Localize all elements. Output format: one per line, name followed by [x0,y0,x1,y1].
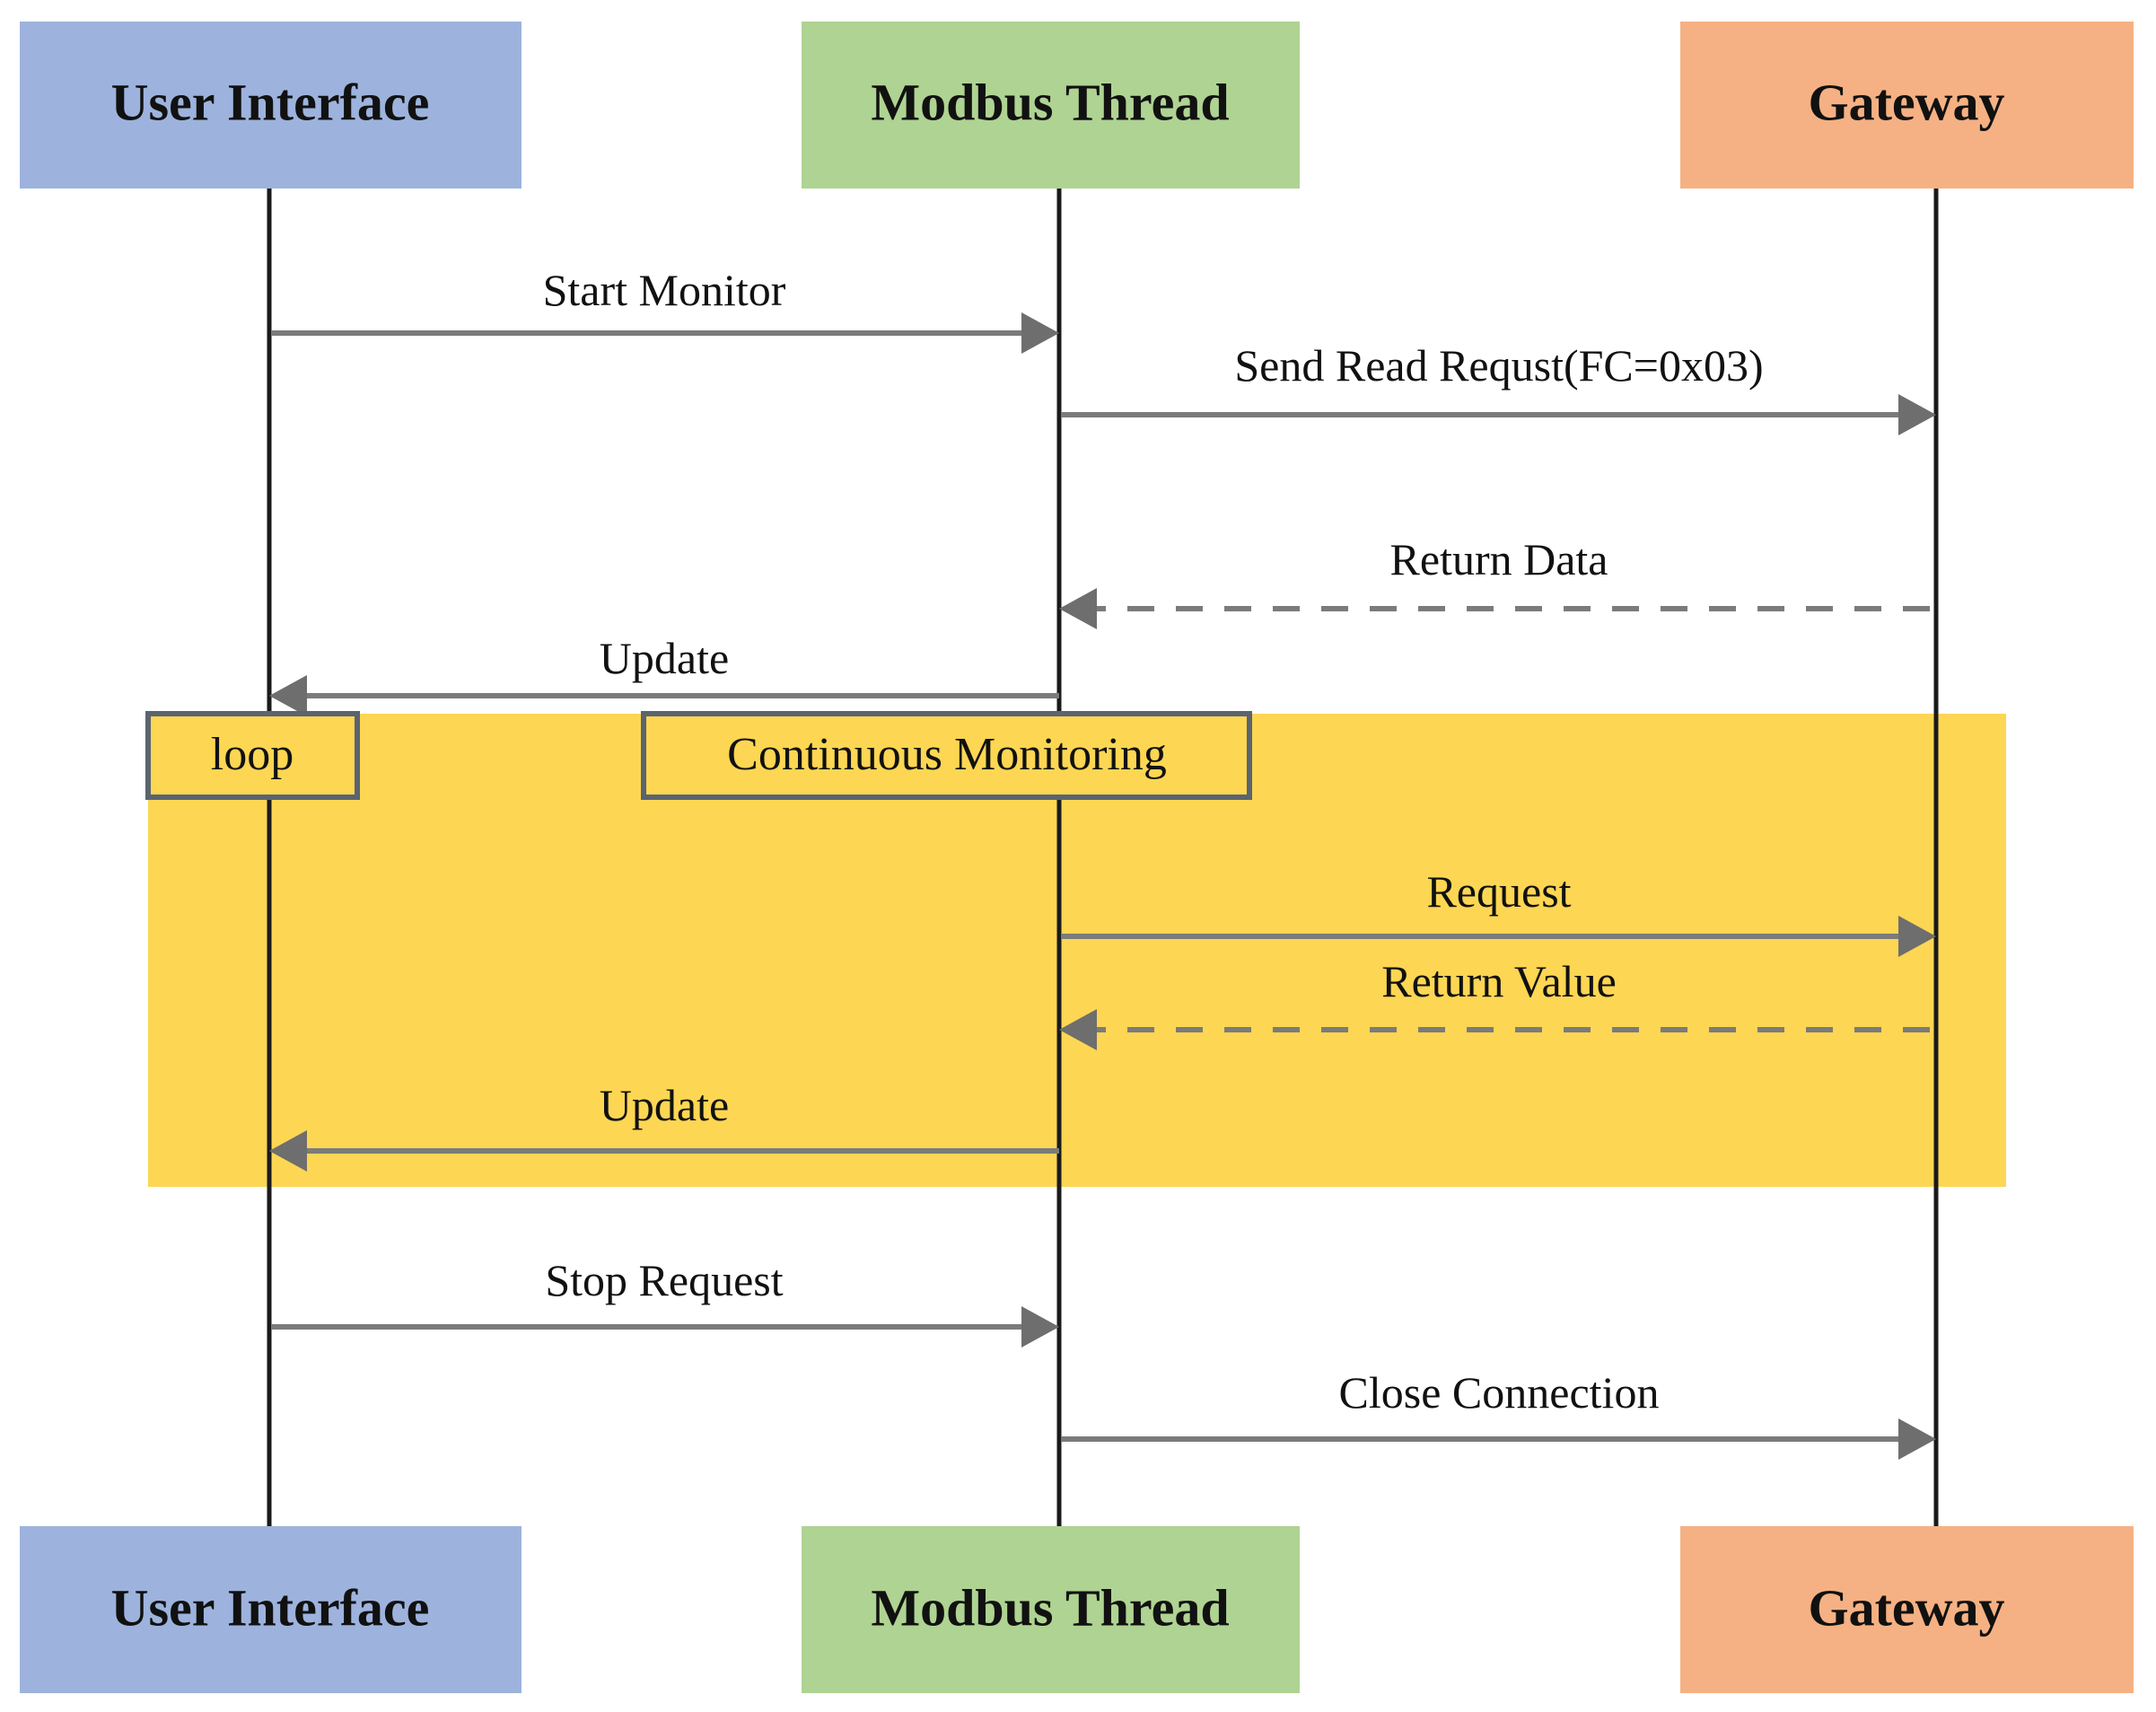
participant-label-gateway-bottom: Gateway [1808,1578,2004,1637]
participant-box-gateway-bottom-rect[interactable] [1680,1526,2134,1693]
message-label-request: Request [1426,866,1571,917]
message-update-in-loop[interactable]: Update [269,1080,1059,1172]
arrowhead-right-close-connection [1898,1418,1936,1460]
message-label-close-connection: Close Connection [1339,1367,1660,1418]
participant-box-user-interface-top[interactable]: User Interface [20,22,521,189]
participant-box-user-interface-bottom-rect[interactable] [20,1526,521,1693]
participant-label-modbus-thread-top: Modbus Thread [871,73,1229,131]
participant-label-user-interface-bottom: User Interface [111,1578,430,1637]
message-label-send-read-request: Send Read Requst(FC=0x03) [1234,340,1763,391]
loop-operator-label: loop [211,729,294,780]
participant-box-gateway-top-rect[interactable] [1680,22,2134,189]
message-request[interactable]: Request [1061,866,1936,957]
message-start-monitor[interactable]: Start Monitor [271,265,1059,354]
arrowhead-left-return-data [1059,588,1097,629]
participant-box-modbus-thread-bottom[interactable]: Modbus Thread [802,1526,1300,1693]
loop-operator-label-rect[interactable] [145,711,360,800]
participant-box-gateway-top[interactable]: Gateway [1680,22,2134,189]
message-label-update-in-loop: Update [600,1080,729,1130]
arrowhead-left-update-in-loop [269,1130,307,1172]
participant-box-user-interface-bottom[interactable]: User Interface [20,1526,521,1693]
participant-box-modbus-thread-top[interactable]: Modbus Thread [802,22,1300,189]
arrowhead-right-start-monitor [1021,312,1059,354]
loop-guard-label-rect[interactable] [641,711,1252,800]
participant-box-gateway-bottom[interactable]: Gateway [1680,1526,2134,1693]
message-label-stop-request: Stop Request [545,1255,783,1305]
message-label-update-pre-loop: Update [600,633,729,683]
participant-box-modbus-thread-bottom-rect[interactable] [802,1526,1300,1693]
participant-label-modbus-thread-bottom: Modbus Thread [871,1578,1229,1637]
arrowhead-right-request [1898,916,1936,957]
loop-guard-label: Continuous Monitoring [727,729,1167,780]
arrowhead-left-update-pre-loop [269,675,307,716]
message-stop-request[interactable]: Stop Request [271,1255,1059,1348]
message-update-pre-loop[interactable]: Update [269,633,1059,716]
arrowhead-left-return-value [1059,1009,1097,1050]
message-label-start-monitor: Start Monitor [543,265,786,315]
arrowhead-right-stop-request [1021,1306,1059,1348]
message-send-read-request[interactable]: Send Read Requst(FC=0x03) [1061,340,1936,435]
participant-label-user-interface-top: User Interface [111,73,430,131]
participant-label-gateway-top: Gateway [1808,73,2004,131]
loop-guard-label-box[interactable]: Continuous Monitoring [641,711,1252,800]
message-label-return-value: Return Value [1381,956,1617,1006]
participant-box-modbus-thread-top-rect[interactable] [802,22,1300,189]
loop-operator-label-box[interactable]: loop [145,711,360,800]
message-close-connection[interactable]: Close Connection [1061,1367,1936,1460]
message-label-return-data: Return Data [1390,534,1608,584]
participant-box-user-interface-top-rect[interactable] [20,22,521,189]
arrowhead-right-send-read-request [1898,394,1936,435]
message-return-data[interactable]: Return Data [1059,534,1936,629]
message-return-value[interactable]: Return Value [1059,956,1936,1050]
